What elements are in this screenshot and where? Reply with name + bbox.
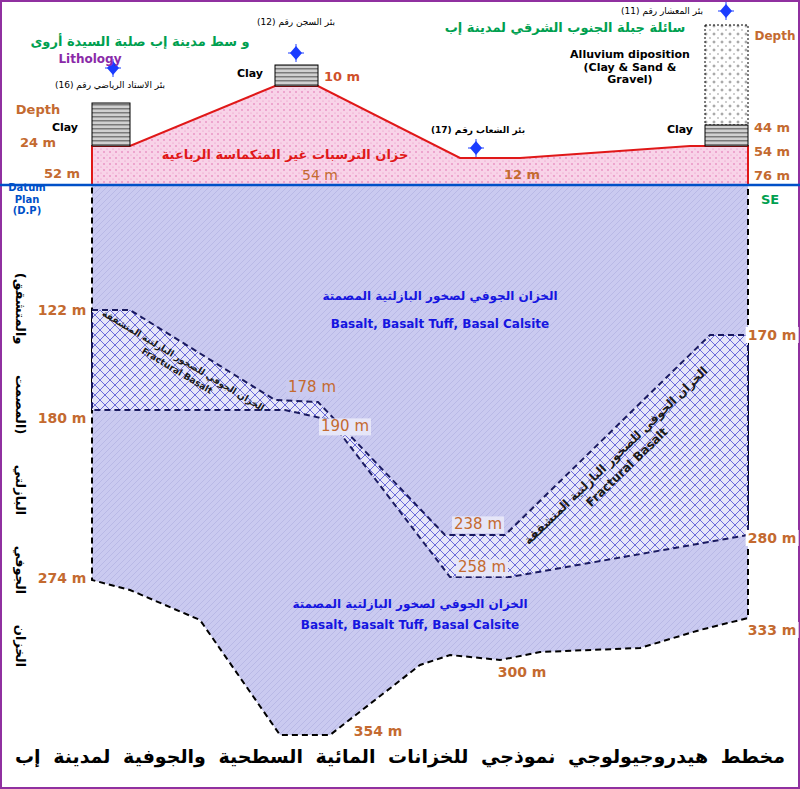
clay-column <box>92 103 130 146</box>
direction-label: SE <box>761 193 779 208</box>
depth-value: 54 m <box>754 145 790 160</box>
ground-surface-line <box>92 86 748 185</box>
quaternary-layer <box>92 86 748 185</box>
well-marker <box>288 44 304 62</box>
depth-value: 12 m <box>504 168 540 183</box>
clay-column <box>705 125 748 146</box>
depth-value: 10 m <box>324 70 360 85</box>
massive-basalt-body <box>92 185 748 735</box>
aquifer-name: الخزان الجوفي للصخور البازلتية المتشققة <box>521 364 712 549</box>
site-title: و سط مدينة إب صلبة السيدة أروى <box>30 35 249 50</box>
depth-value: 354 m <box>354 723 403 739</box>
fractured-zone: الخزان الجوفي للصخور البازلتية المتشققةF… <box>521 364 723 560</box>
depth-value: 190 m <box>319 418 371 435</box>
datum-label: Datum Plan (D.P) <box>2 182 52 217</box>
fractured-basalt-zone <box>92 310 748 577</box>
clay-column <box>275 65 318 86</box>
depth-value: 333 m <box>746 622 799 638</box>
column-heading: Depth <box>755 30 796 44</box>
aquifer-name: Fractural Basalt <box>532 375 723 560</box>
aquifer-name: Fractural Basalt <box>93 318 260 425</box>
lithology-label: Alluvium diposition (Clay & Sand & Grave… <box>560 49 700 87</box>
lithology-label: Clay <box>52 122 78 135</box>
well-marker <box>468 139 484 157</box>
alluvium-column <box>705 25 748 125</box>
column-heading: Depth <box>16 103 60 118</box>
well-name: بئر الاستاد الرياضي رقم (16) <box>55 80 165 90</box>
site-title: سائلة جبلة الجنوب الشرقي لمدينة إب <box>445 21 685 36</box>
depth-value: 280 m <box>746 530 799 546</box>
lithology-label: Clay <box>667 124 693 137</box>
depth-value: 300 m <box>498 664 547 680</box>
depth-value: 258 m <box>456 559 508 576</box>
aquifer-name: خزان الترسبات غير المتكماسة الرباعية <box>162 148 409 163</box>
aquifer-name: Basalt, Basalt Tuff, Basal Calsite <box>331 318 549 332</box>
depth-value: 44 m <box>754 121 790 136</box>
depth-value: 122 m <box>38 302 87 318</box>
depth-value: 180 m <box>38 410 87 426</box>
diagram-title: مخطط هيدروجيولوجي نموذجي للخزانات المائي… <box>15 746 785 768</box>
aquifer-name: الخزان الجوفي للصخور البازلتية المتشققة <box>100 307 267 414</box>
aquifer-name: Basalt, Basalt Tuff, Basal Calsite <box>301 619 519 633</box>
aquifer-layer: خزان الترسبات غير المتكماسة الرباعية <box>92 86 748 185</box>
vertical-caption: الخزان الجوفي البازلتي (المصمت والمتشقق) <box>13 273 28 667</box>
aquifer-body: الخزان الجوفي لصخور البازلتية المصمتة Bas… <box>92 185 748 740</box>
depth-value: 238 m <box>452 516 504 533</box>
lithology-label: Clay <box>237 68 263 81</box>
well-marker <box>718 2 734 20</box>
column-heading: Lithology <box>58 53 121 67</box>
well-name: بئر السجن رقم (12) <box>257 17 335 27</box>
depth-value: 170 m <box>746 327 799 343</box>
aquifer-name: الخزان الجوفي لصخور البازلتية المصمتة <box>292 598 527 612</box>
depth-value: 274 m <box>38 570 87 586</box>
well-name: بئر المعشار رقم (11) <box>621 6 703 16</box>
depth-value: 24 m <box>20 136 56 151</box>
depth-value: 76 m <box>754 169 790 184</box>
well-name: بئر الشعاب رقم (17) <box>431 125 525 135</box>
depth-value: 54 m <box>302 167 338 183</box>
datum-line <box>0 184 800 187</box>
depth-value: 52 m <box>44 167 80 182</box>
fractured-zone: الخزان الجوفي للصخور البازلتية المتشققةF… <box>93 307 266 425</box>
aquifer-name: الخزان الجوفي لصخور البازلتية المصمتة <box>322 290 557 304</box>
depth-value: 178 m <box>286 379 338 396</box>
